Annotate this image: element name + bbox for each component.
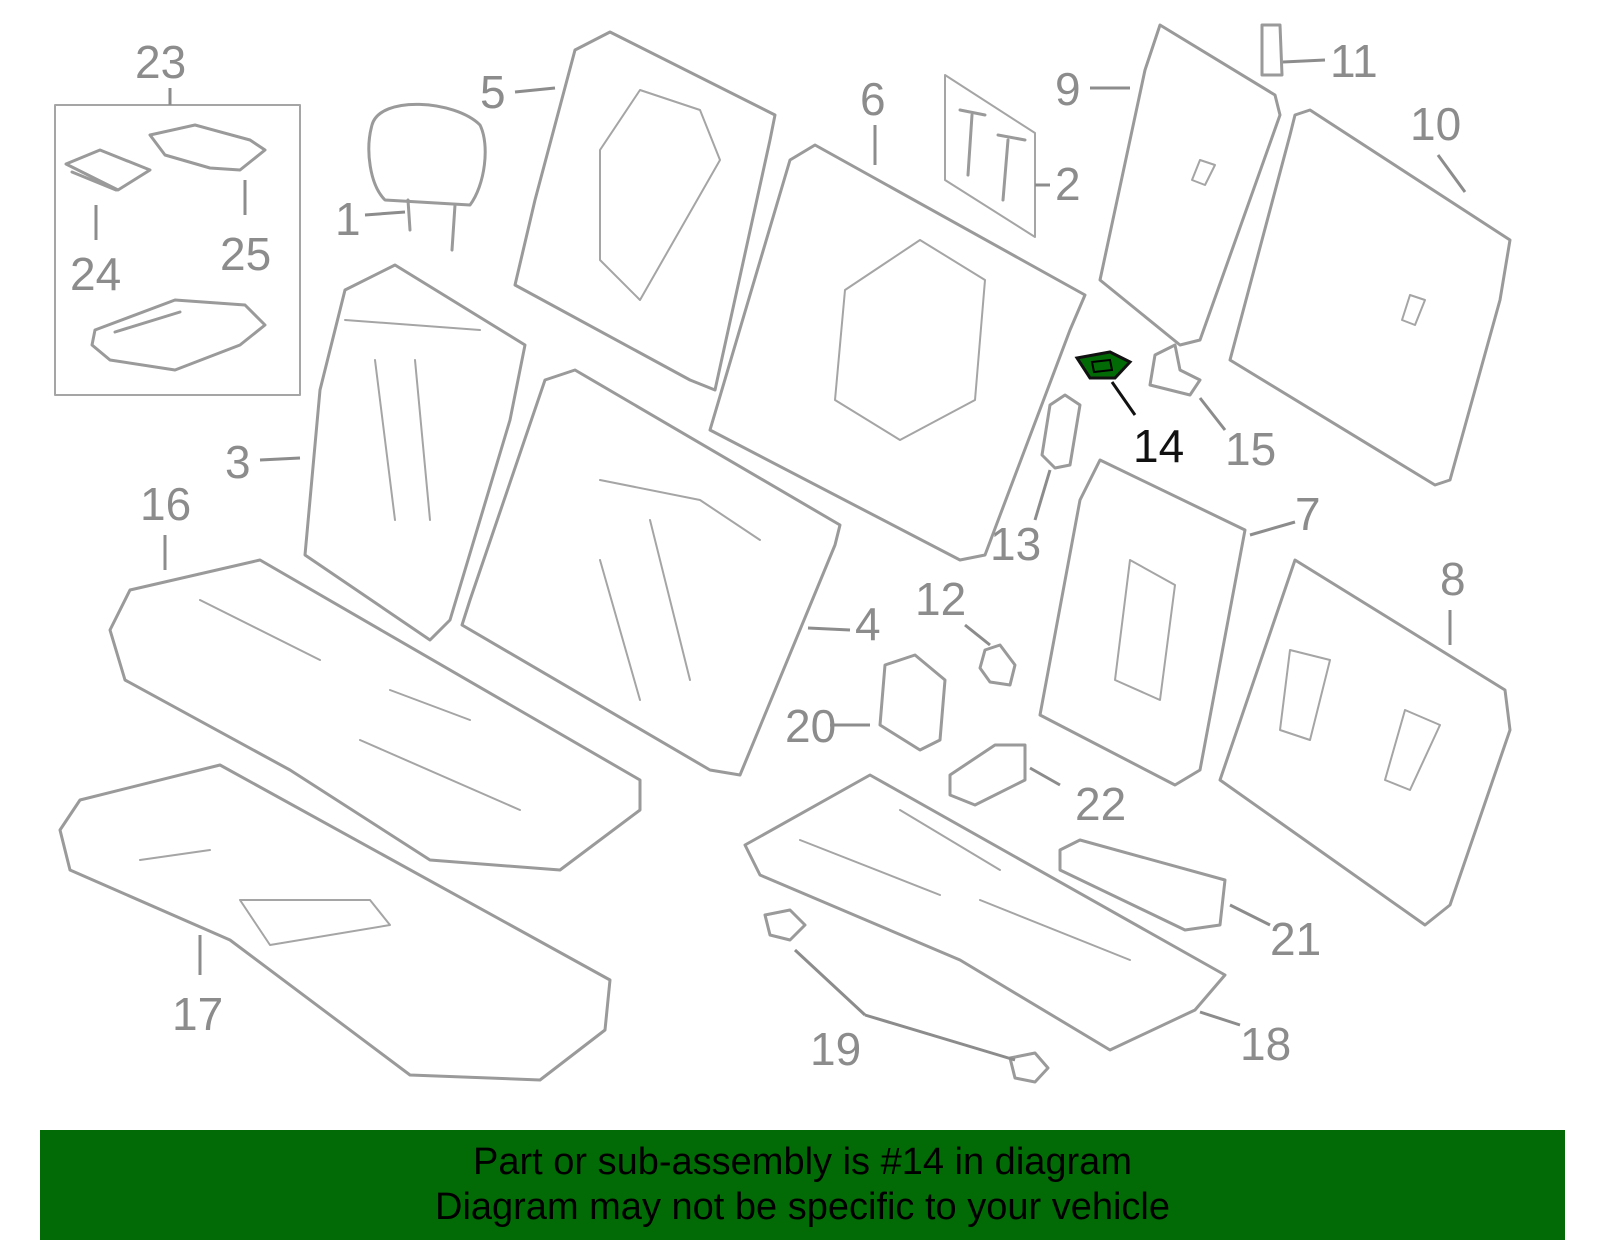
part-16-cushion-trim[interactable] — [108, 558, 642, 872]
callout-25: 25 — [220, 228, 271, 280]
part-2-bolts[interactable] — [944, 74, 1036, 238]
part-8-frame[interactable] — [1218, 558, 1512, 927]
callout-24: 24 — [70, 248, 121, 300]
callout-5: 5 — [480, 66, 506, 118]
callout-8: 8 — [1440, 553, 1466, 605]
callout-19: 19 — [810, 1023, 861, 1075]
part-5-seatback-trim[interactable] — [513, 30, 777, 392]
callout-6: 6 — [860, 73, 886, 125]
part-15-hinge[interactable] — [1148, 343, 1202, 397]
callout-20: 20 — [785, 700, 836, 752]
callout-13: 13 — [990, 518, 1041, 570]
callout-1: 1 — [335, 193, 361, 245]
callout-10: 10 — [1410, 98, 1461, 150]
part-3-seatback-left[interactable] — [303, 263, 527, 642]
part-13-latch[interactable] — [1040, 393, 1082, 470]
callout-labels: 23 24 25 1 2 3 4 5 6 7 8 9 10 11 12 13 1… — [70, 35, 1466, 1075]
part-7-frame[interactable] — [1038, 458, 1247, 787]
part-12-bracket[interactable] — [978, 643, 1017, 687]
callout-2: 2 — [1055, 158, 1081, 210]
callout-14: 14 — [1133, 420, 1184, 472]
callout-21: 21 — [1270, 913, 1321, 965]
part-20-bracket[interactable] — [878, 653, 947, 752]
part-23-inset-box[interactable] — [54, 88, 301, 396]
callout-9: 9 — [1055, 63, 1081, 115]
callout-22: 22 — [1075, 778, 1126, 830]
info-banner: Part or sub-assembly is #14 in diagram D… — [40, 1130, 1565, 1240]
callout-18: 18 — [1240, 1018, 1291, 1070]
callout-12: 12 — [915, 573, 966, 625]
part-9-panel[interactable] — [1098, 23, 1282, 347]
parts-diagram: 23 24 25 1 2 3 4 5 6 7 8 9 10 11 12 13 1… — [54, 23, 1512, 1084]
callout-7: 7 — [1295, 488, 1321, 540]
part-17-cushion-pad[interactable] — [58, 763, 612, 1082]
callout-23: 23 — [135, 36, 186, 88]
part-14-highlighted[interactable] — [1074, 350, 1133, 380]
callout-11: 11 — [1330, 35, 1378, 87]
part-21-bracket[interactable] — [1058, 838, 1227, 932]
callout-3: 3 — [225, 436, 251, 488]
callout-17: 17 — [172, 988, 223, 1040]
part-4-seatback-center[interactable] — [460, 368, 842, 777]
callout-16: 16 — [140, 478, 191, 530]
part-1-headrest[interactable] — [367, 102, 487, 252]
part-18-cushion-frame[interactable] — [743, 773, 1227, 1052]
part-11-clip[interactable] — [1260, 23, 1284, 77]
leader-lines — [94, 58, 1467, 1062]
callout-4: 4 — [855, 598, 881, 650]
part-6-seatback-right[interactable] — [708, 143, 1087, 562]
part-22-bracket[interactable] — [948, 743, 1027, 807]
banner-line-2: Diagram may not be specific to your vehi… — [435, 1186, 1170, 1228]
part-19-bumpers[interactable] — [763, 908, 1050, 1084]
callout-15: 15 — [1225, 423, 1276, 475]
part-10-panel[interactable] — [1228, 108, 1512, 487]
banner-line-1: Part or sub-assembly is #14 in diagram — [473, 1141, 1132, 1183]
